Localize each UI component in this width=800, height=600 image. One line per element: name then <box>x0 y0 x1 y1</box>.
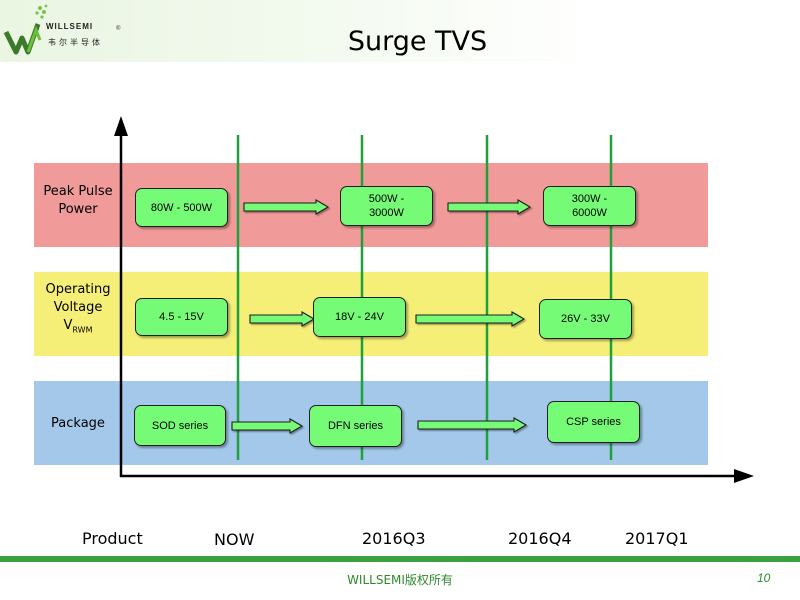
footer-bar <box>0 556 800 562</box>
milestone-label-now: NOW <box>214 530 255 549</box>
x-axis-arrowhead <box>734 469 754 483</box>
arrow-power-2 <box>447 199 532 215</box>
axis-title-product: Product <box>82 529 143 548</box>
milestone-label-2017q1: 2017Q1 <box>625 529 689 548</box>
spec-box-power-2016q3: 500W - 3000W <box>340 186 433 226</box>
row-label-peak-pulse-power: Peak Pulse Power <box>43 184 113 217</box>
arrow-package-1 <box>231 418 304 434</box>
milestone-label-2016q4: 2016Q4 <box>508 529 572 548</box>
spec-box-voltage-2017q1: 26V - 33V <box>539 299 632 339</box>
arrow-voltage-2 <box>415 311 526 327</box>
footer-copyright: WILLSEMI版权所有 <box>347 573 453 587</box>
y-axis-arrowhead <box>114 116 128 136</box>
spec-box-voltage-2016q3: 18V - 24V <box>313 297 406 337</box>
slide-title: Surge TVS <box>347 26 488 57</box>
page-number: 10 <box>757 571 771 585</box>
spec-box-power-now: 80W - 500W <box>135 188 228 227</box>
logo-registered-mark: ® <box>116 26 121 32</box>
row-label-operating-voltage: Operating Voltage VRWM <box>45 282 111 335</box>
row-label-package: Package <box>51 416 105 431</box>
spec-box-package-now: SOD series <box>134 405 226 446</box>
arrow-voltage-1 <box>249 311 316 327</box>
spec-box-power-2017q1: 300W - 6000W <box>543 186 636 226</box>
spec-box-package-2017q1: CSP series <box>547 401 640 443</box>
willsemi-logo <box>3 4 48 55</box>
logo-text: WILLSEMI <box>46 22 94 31</box>
spec-box-package-2016q3: DFN series <box>309 405 402 447</box>
milestone-label-2016q3: 2016Q3 <box>362 529 426 548</box>
arrow-package-2 <box>417 417 528 433</box>
spec-box-voltage-now: 4.5 - 15V <box>135 298 228 336</box>
arrow-power-1 <box>243 199 330 215</box>
header-band <box>0 0 800 62</box>
logo-subtext: 韦尔半导体 <box>48 38 103 47</box>
